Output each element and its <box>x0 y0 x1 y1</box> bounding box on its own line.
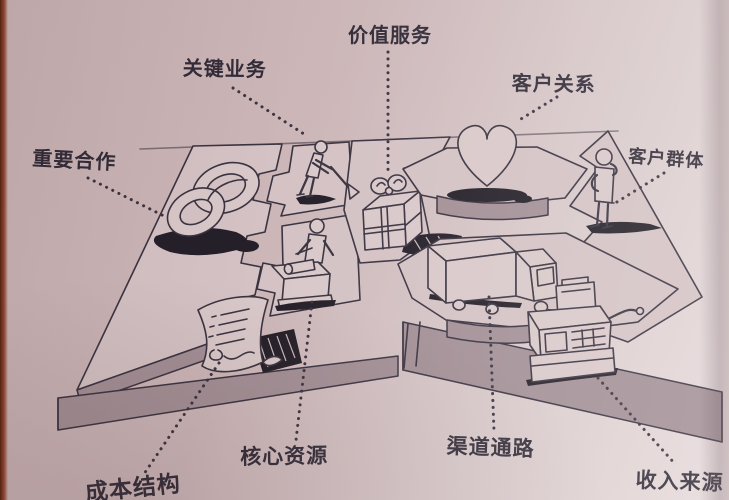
label-customer-relationship: 客户关系 <box>511 71 597 97</box>
leader-customer-relationship <box>514 95 559 124</box>
label-revenue-streams: 收入来源 <box>635 468 724 496</box>
leader-lines <box>86 50 678 479</box>
label-key-activities: 关键业务 <box>182 56 268 82</box>
label-core-resources: 核心资源 <box>239 443 329 469</box>
label-channels: 渠道通路 <box>446 434 535 462</box>
leader-revenue-streams <box>596 376 678 467</box>
leader-channels <box>487 295 496 433</box>
person-with-press-icon <box>271 218 336 311</box>
cost-document-icon <box>197 295 302 373</box>
standing-customer-icon <box>586 148 662 234</box>
interlocked-rings-icon <box>153 161 260 256</box>
book-page-edge <box>0 0 8 500</box>
label-key-partnerships: 重要合作 <box>31 146 117 175</box>
leader-cost-structure <box>140 361 221 479</box>
leader-partnership <box>86 176 170 220</box>
heart-icon <box>447 124 532 203</box>
label-value-service: 价值服务 <box>348 23 432 47</box>
delivery-truck-icon <box>427 237 568 315</box>
leader-key-activities <box>231 86 309 138</box>
leader-core-resources <box>294 300 314 442</box>
digging-person-icon <box>296 140 360 205</box>
cash-register-icon <box>526 276 645 386</box>
gift-box-icon <box>362 174 462 257</box>
